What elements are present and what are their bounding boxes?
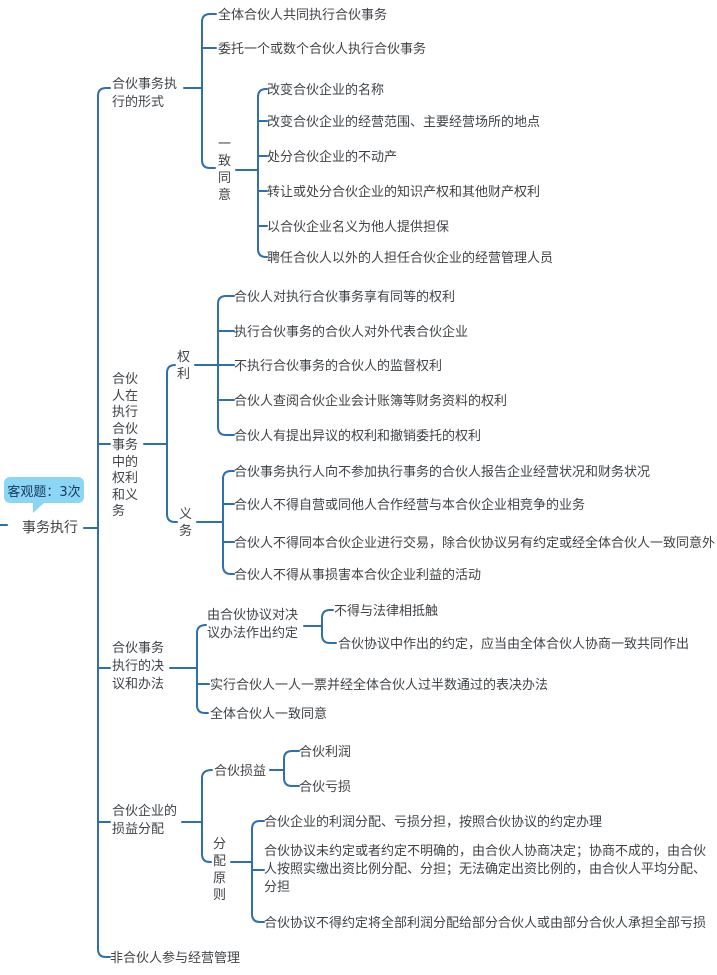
leaf-topic[interactable]: 转让或处分合伙企业的知识产权和其他财产权利 — [267, 185, 541, 200]
leaf-topic[interactable]: 合伙协议不得约定将全部利润分配给部分合伙人或由部分合伙人承担全部亏损 — [264, 916, 707, 931]
branch-non-partner-management[interactable]: 非合伙人参与经营管理 — [110, 951, 241, 966]
leaf-topic[interactable]: 合伙人不得从事损害本合伙企业利益的活动 — [234, 568, 482, 583]
leaf-topic[interactable]: 合伙企业的利润分配、亏损分担，按照合伙协议的约定办理 — [264, 815, 603, 830]
leaf-topic[interactable]: 合伙利润 — [299, 745, 352, 760]
badge-tail — [33, 502, 45, 513]
leaf-topic[interactable]: 不执行合伙事务的合伙人的监督权利 — [234, 359, 443, 374]
leaf-topic[interactable]: 改变合伙企业的经营范围、主要经营场所的地点 — [267, 115, 541, 130]
leaf-topic[interactable]: 合伙人有提出异议的权利和撤销委托的权利 — [234, 429, 482, 444]
leaf-topic[interactable]: 不得与法律相抵触 — [334, 604, 439, 619]
leaf-topic[interactable]: 合伙事务执行人向不参加执行事务的合伙人报告企业经营状况和财务状况 — [234, 465, 651, 480]
branch-execution-forms[interactable]: 合伙事务执行的形式 — [112, 77, 178, 110]
leaf-topic[interactable]: 合伙亏损 — [299, 780, 352, 795]
leaf-topic[interactable]: 合伙人不得同本合伙企业进行交易，除合伙协议另有约定或经全体合伙人一致同意外 — [234, 536, 716, 551]
leaf-topic[interactable]: 实行合伙人一人一票并经全体合伙人过半数通过的表决办法 — [210, 678, 549, 693]
leaf-topic[interactable]: 处分合伙企业的不动产 — [267, 150, 398, 165]
branch-rights-obligations[interactable]: 合伙人在执行合伙事务中的权利和义务 — [112, 372, 139, 519]
leaf-topic[interactable]: 合伙协议中作出的约定，应当由全体合伙人协商一致共同作出 — [338, 637, 690, 652]
leaf-topic[interactable]: 全体合伙人一致同意 — [210, 707, 328, 722]
leaf-topic[interactable]: 合伙人查阅合伙企业会计账簿等财务资料的权利 — [234, 394, 508, 409]
branch-profit-loss-distribution[interactable]: 合伙企业的损益分配 — [112, 804, 178, 837]
leaf-topic[interactable]: 改变合伙企业的名称 — [267, 83, 385, 98]
leaf-topic[interactable]: 合伙人不得自营或同他人合作经营与本合伙企业相竞争的业务 — [234, 498, 586, 513]
leaf-topic[interactable]: 执行合伙事务的合伙人对外代表合伙企业 — [234, 325, 469, 340]
leaf-topic[interactable]: 聘任合伙人以外的人担任合伙企业的经营管理人员 — [267, 251, 554, 266]
branch-resolution-methods[interactable]: 合伙事务执行的决议和办法 — [112, 641, 165, 692]
node-unanimous-consent[interactable]: 一致同意 — [218, 137, 232, 203]
leaf-topic[interactable]: 合伙协议未约定或者约定不明确的，由合伙人协商决定；协商不成的，由合伙人按照实缴出… — [264, 844, 707, 895]
leaf-topic[interactable]: 以合伙企业名义为他人提供担保 — [267, 220, 450, 235]
frequency-badge: 客观题：3次 — [4, 477, 84, 503]
node-agreement-decision[interactable]: 由合伙协议对决议办法作出约定 — [207, 608, 299, 641]
node-distribution-principles[interactable]: 分配原则 — [213, 837, 227, 903]
node-obligations[interactable]: 义务 — [179, 507, 193, 539]
node-rights[interactable]: 权利 — [177, 350, 191, 382]
leaf-topic[interactable]: 合伙人对执行合伙事务享有同等的权利 — [234, 290, 456, 305]
node-partnership-profit-loss[interactable]: 合伙损益 — [214, 764, 267, 779]
root-topic[interactable]: 事务执行 — [22, 520, 78, 536]
leaf-topic[interactable]: 全体合伙人共同执行合伙事务 — [218, 8, 388, 23]
leaf-topic[interactable]: 委托一个或数个合伙人执行合伙事务 — [218, 42, 427, 57]
